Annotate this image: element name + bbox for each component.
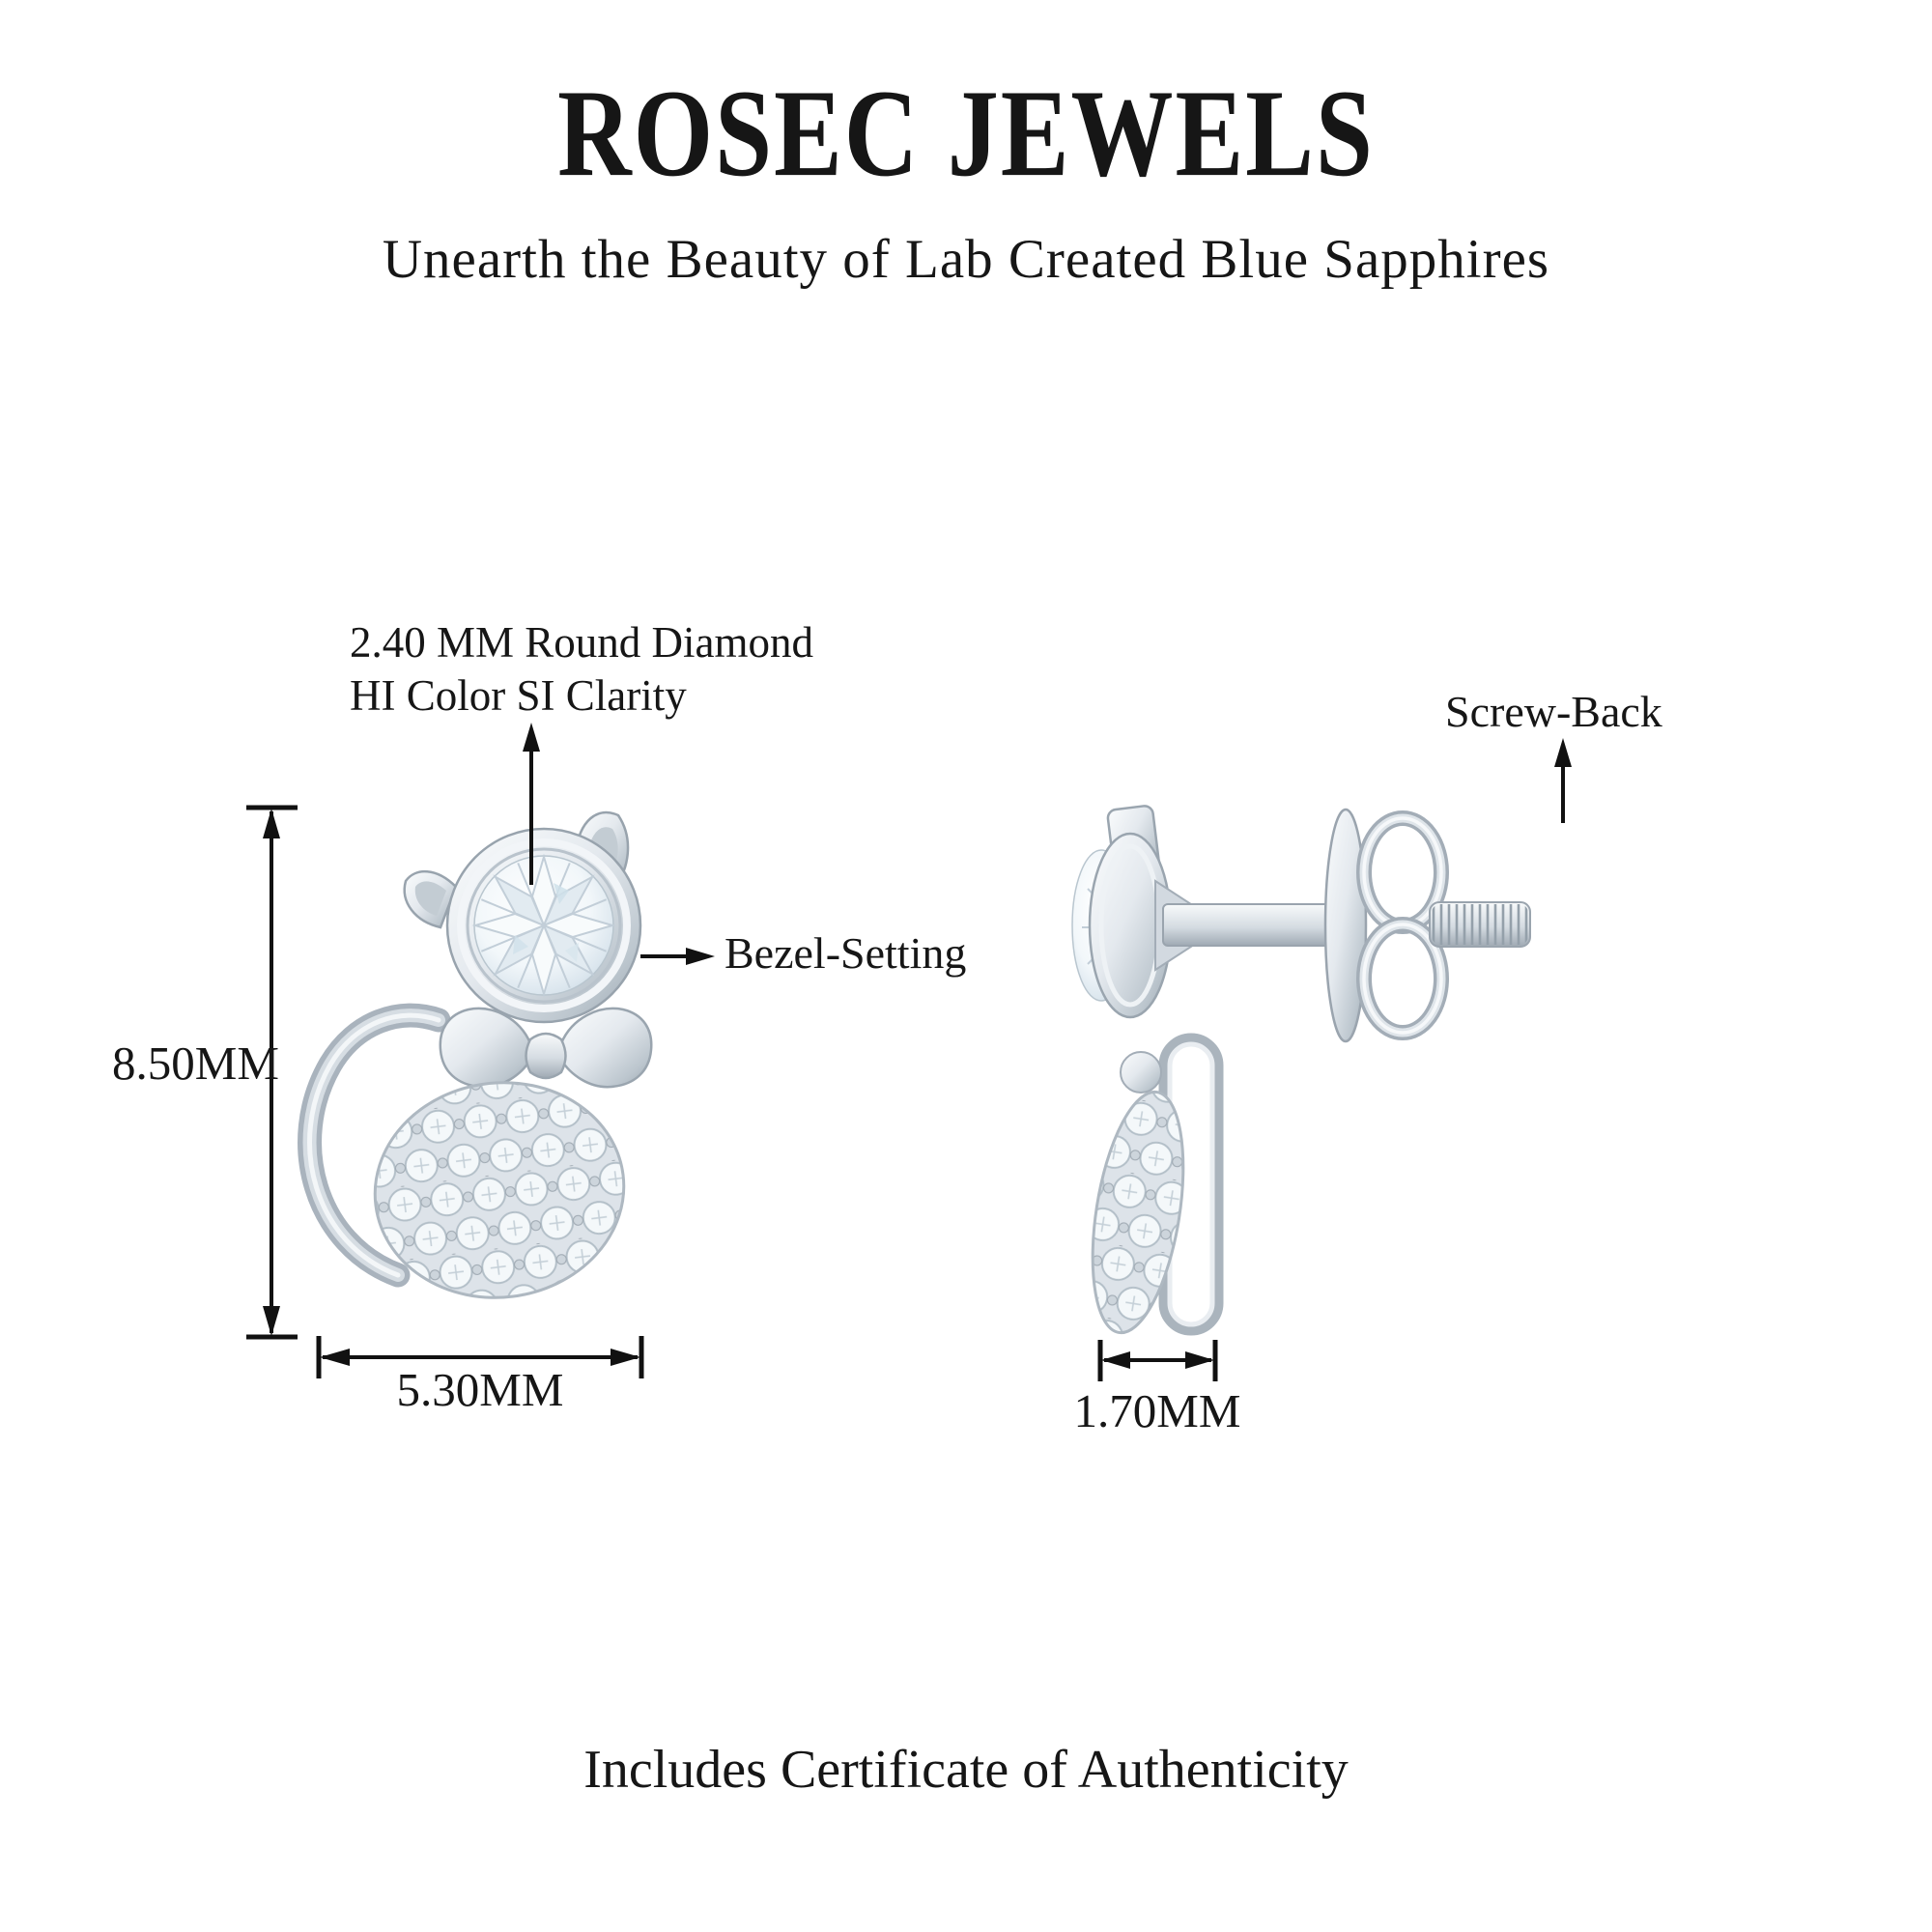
- depth-dimension-label: 1.70MM: [1073, 1384, 1241, 1437]
- bezel-setting-label: Bezel-Setting: [724, 928, 967, 978]
- stud-post: [1162, 903, 1344, 947]
- bezel-setting-arrow: [640, 948, 715, 965]
- pave-body: [373, 1081, 626, 1299]
- stone-spec-line2: HI Color SI Clarity: [350, 670, 687, 720]
- bezel-head: [445, 827, 642, 1024]
- cat-tail: [298, 1003, 451, 1288]
- brand-title: ROSEC JEWELS: [557, 64, 1375, 203]
- back-disc: [1323, 808, 1368, 1043]
- stone-spec-line1: 2.40 MM Round Diamond: [350, 618, 814, 667]
- width-dimension-line: [316, 1336, 644, 1378]
- threaded-post: [1429, 901, 1531, 948]
- certificate-note: Includes Certificate of Authenticity: [583, 1740, 1349, 1800]
- side-bow-knot: [1120, 1051, 1162, 1094]
- stone-spec-arrow: [523, 723, 540, 885]
- side-pave-body: [1091, 1090, 1185, 1335]
- height-dimension-label: 8.50MM: [112, 1037, 279, 1090]
- stone-spec-label: 2.40 MM Round Diamond HI Color SI Clarit…: [350, 616, 813, 723]
- bow-tie: [439, 1007, 653, 1089]
- width-dimension-label: 5.30MM: [396, 1363, 564, 1416]
- side-view-earring: [1071, 805, 1531, 1336]
- screw-back-label: Screw-Back: [1445, 687, 1662, 736]
- depth-dimension-line: [1097, 1340, 1218, 1381]
- diamond-facets: [471, 853, 616, 998]
- front-view-earring: [298, 810, 653, 1299]
- dimension-lines: [246, 723, 1572, 1381]
- screw-back-arrow: [1554, 738, 1572, 823]
- height-dimension-line: [246, 805, 298, 1340]
- butterfly-back: [1356, 810, 1449, 1040]
- brand-subtitle: Unearth the Beauty of Lab Created Blue S…: [382, 229, 1550, 290]
